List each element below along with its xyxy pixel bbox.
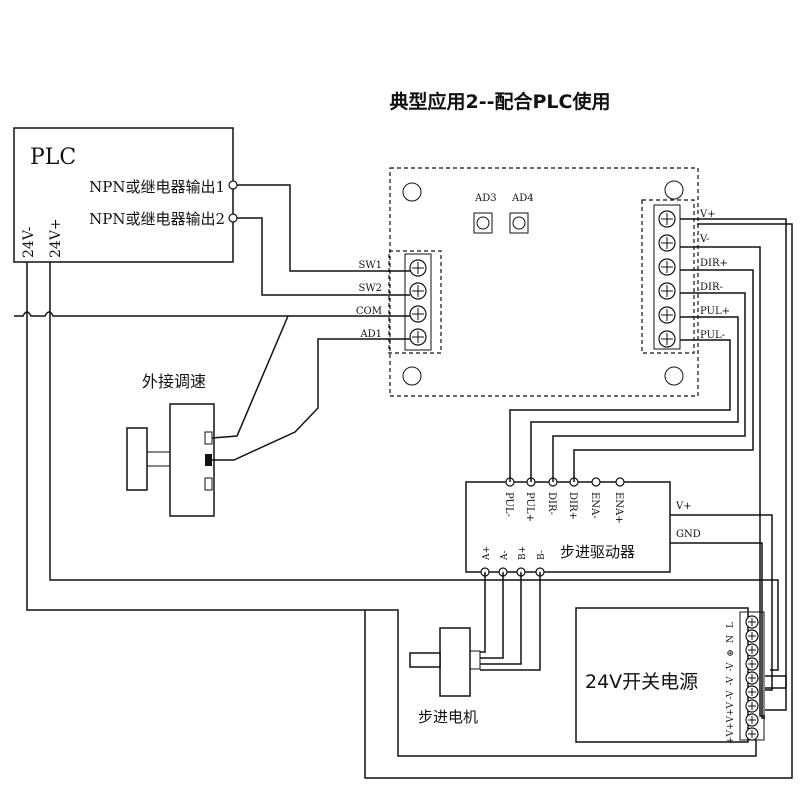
plc-block: PLC NPN或继电器输出1 NPN或继电器输出2 24V- 24V+ xyxy=(13,127,238,263)
terminal-dirminus-label: DIR- xyxy=(700,282,723,293)
terminal-pulminus-label: PUL- xyxy=(700,330,725,341)
driver-top-terminal-label: PUL- xyxy=(503,492,514,517)
driver-vplus-label: V+ xyxy=(675,501,692,512)
terminal-sw2-label: SW2 xyxy=(359,283,383,294)
controller-right-screw-3 xyxy=(658,282,676,300)
plc-output-2-terminal xyxy=(228,213,238,223)
driver-top-terminal-label: DIR- xyxy=(546,492,557,515)
driver-top-terminal-label: ENA- xyxy=(589,492,600,519)
terminal-com-label: COM xyxy=(356,306,382,317)
controller-left-screw-0 xyxy=(409,259,427,277)
driver-top-terminal-label: ENA+ xyxy=(613,492,624,524)
controller-left-screw-2 xyxy=(409,305,427,323)
controller-left-screw-1 xyxy=(409,282,427,300)
psu-terminal-label: -V xyxy=(726,690,736,699)
psu-terminal xyxy=(745,615,759,629)
driver-name: 步进驱动器 xyxy=(560,543,635,561)
driver-motor-terminal-label: B- xyxy=(537,550,547,560)
psu-terminal-label: -V xyxy=(726,676,736,685)
psu-terminal xyxy=(745,629,759,643)
driver-top-terminal-label: PUL+ xyxy=(524,492,535,522)
power-supply: 24V开关电源 LN⊕-V-V-V+V+V+V xyxy=(575,607,765,744)
psu-terminal xyxy=(745,671,759,685)
driver-gnd-label: GND xyxy=(676,529,701,540)
pot-ad3-label: AD3 xyxy=(474,193,497,204)
speed-controller-board: AD3 AD4 SW1 SW2 COM AD1 V+ V- DIR+ DIR- … xyxy=(356,167,730,397)
controller-right-screw-2 xyxy=(658,258,676,276)
terminal-sw1-label: SW1 xyxy=(359,260,383,271)
psu-terminal xyxy=(745,643,759,657)
motor-label: 步进电机 xyxy=(418,708,478,726)
plc-output-1-terminal xyxy=(228,180,238,190)
psu-terminal xyxy=(745,657,759,671)
driver-motor-terminal-label: B+ xyxy=(518,546,528,560)
plc-24v-minus-label: 24V- xyxy=(21,226,37,258)
psu-terminal xyxy=(745,685,759,699)
psu-terminal-label: +V xyxy=(726,701,736,716)
external-speed-knob: 外接调速 xyxy=(126,372,215,517)
psu-terminal xyxy=(745,713,759,727)
power-supply-name: 24V开关电源 xyxy=(585,671,698,693)
psu-terminal-label: +V xyxy=(726,729,736,744)
wires xyxy=(14,184,793,779)
driver-top-terminal xyxy=(591,477,601,487)
terminal-pulplus-label: PUL+ xyxy=(700,306,730,317)
controller-right-screw-5 xyxy=(658,330,676,348)
psu-terminal-label: -V xyxy=(726,662,736,671)
plc-output-2-label: NPN或继电器输出2 xyxy=(89,210,225,228)
pot-ad3 xyxy=(473,212,493,234)
terminal-vplus-label: V+ xyxy=(699,209,716,220)
controller-right-screw-0 xyxy=(658,210,676,228)
driver-top-terminal xyxy=(615,477,625,487)
psu-terminal xyxy=(745,699,759,713)
driver-motor-terminal-label: A+ xyxy=(482,546,492,561)
terminal-vminus-label: V- xyxy=(699,234,710,245)
plc-name: PLC xyxy=(30,145,76,170)
pot-ad4 xyxy=(509,212,529,234)
psu-terminal-label: N xyxy=(726,635,736,643)
psu-terminal-label: L xyxy=(726,622,736,628)
plc-24v-plus-label: 24V+ xyxy=(48,218,64,258)
controller-right-screw-4 xyxy=(658,306,676,324)
psu-terminal xyxy=(745,727,759,741)
driver-motor-terminal-label: A- xyxy=(500,550,510,561)
pot-ad4-label: AD4 xyxy=(511,193,534,204)
controller-right-screw-1 xyxy=(658,234,676,252)
terminal-ad1-label: AD1 xyxy=(359,329,382,340)
plc-output-1-label: NPN或继电器输出1 xyxy=(89,178,225,196)
speed-knob-label: 外接调速 xyxy=(142,372,206,391)
driver-top-terminal-label: DIR+ xyxy=(567,492,578,520)
stepper-motor: 步进电机 xyxy=(409,627,481,726)
terminal-dirplus-label: DIR+ xyxy=(700,258,728,269)
psu-terminal-label: ⊕ xyxy=(726,649,736,657)
psu-terminal-label: +V xyxy=(726,715,736,730)
controller-left-screw-3 xyxy=(409,328,427,346)
diagram-title: 典型应用2--配合PLC使用 xyxy=(390,90,611,113)
stepper-driver: PUL-PUL+DIR-DIR+ENA-ENA+ 步进驱动器 A+A-B+B- … xyxy=(465,477,701,577)
